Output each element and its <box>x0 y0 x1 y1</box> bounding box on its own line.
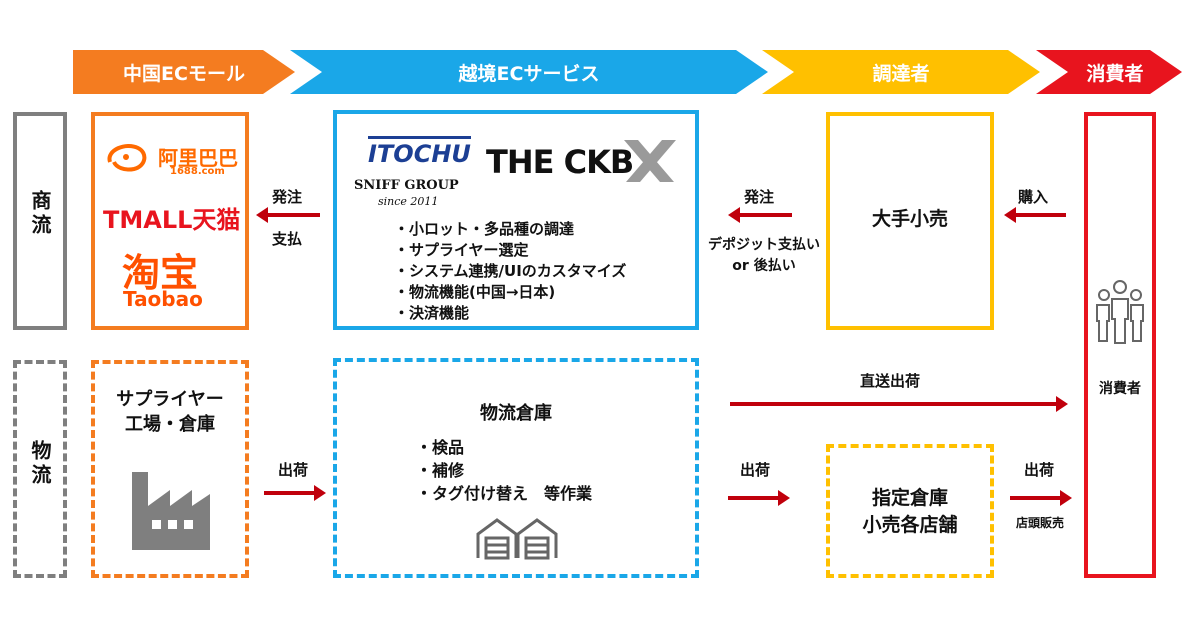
header-cross-border-ec-label: 越境ECサービス <box>458 62 600 85</box>
ship-label-1: 出荷 <box>277 461 308 479</box>
ship-label-3: 出荷 <box>1023 461 1054 479</box>
order-label-to-service: 発注 <box>744 188 775 206</box>
consumer-box-label: 消費者 <box>1099 381 1141 397</box>
arrow-purchase <box>1004 207 1066 223</box>
arrow-ship-1 <box>264 485 326 501</box>
row-label-logistics-box <box>13 360 67 578</box>
supplier-line1: サプライヤー <box>116 389 224 410</box>
arrow-ship-2 <box>728 490 790 506</box>
direct-ship-label: 直送出荷 <box>859 372 920 390</box>
tmall-logo-text: TMALL天猫 <box>103 206 241 234</box>
consumer-box <box>1084 112 1156 578</box>
header-procurer-label: 調達者 <box>872 62 930 85</box>
factory-icon <box>132 472 210 550</box>
header-china-ec-mall: 中国ECモール <box>73 50 295 94</box>
taobao-en-text: Taobao <box>123 287 203 311</box>
arrow-order-to-mall <box>256 207 320 223</box>
designated-warehouse-box <box>826 444 994 578</box>
warehouse-task-item: ・タグ付け替え 等作業 <box>416 484 593 503</box>
arrow-order-to-service <box>728 207 792 223</box>
people-group-icon <box>1096 280 1144 344</box>
ckb-logo-text: THE CKB <box>486 143 634 181</box>
header-consumer: 消費者 <box>1036 50 1182 94</box>
supplier-box <box>91 360 249 578</box>
warehouse-title: 物流倉庫 <box>480 403 552 424</box>
designated-line2: 小売各店舗 <box>862 514 958 536</box>
store-sales-label: 店頭販売 <box>1015 516 1064 530</box>
alibaba-url-text: 1688.com <box>170 166 225 177</box>
header-cross-border-ec: 越境ECサービス <box>290 50 768 94</box>
arrow-ship-3 <box>1010 490 1072 506</box>
alibaba-cn-text: 阿里巴巴 <box>158 146 238 170</box>
china-ec-mall-box <box>91 112 249 330</box>
sniff-since-text: since 2011 <box>378 195 439 208</box>
payment-terms-line2: or 後払い <box>732 258 796 274</box>
alibaba-logo-icon <box>107 143 147 172</box>
retailer-label: 大手小売 <box>871 208 948 230</box>
service-feature-item: ・物流機能(中国→日本) <box>394 283 556 301</box>
retailer-box <box>826 112 994 330</box>
itochu-logo-text: ITOCHU <box>368 136 471 168</box>
service-feature-item: ・決済機能 <box>394 304 470 322</box>
row-label-commerce: 商流 <box>28 190 52 238</box>
warehouse-task-item: ・検品 <box>416 438 465 457</box>
ship-label-2: 出荷 <box>739 461 770 479</box>
designated-line1: 指定倉庫 <box>871 487 948 509</box>
supplier-line2: 工場・倉庫 <box>125 414 215 435</box>
ckb-x-mark-icon <box>624 140 676 182</box>
service-feature-list: ・小ロット・多品種の調達 ・サプライヤー選定 ・システム連携/UIのカスタマイズ… <box>394 219 626 324</box>
sniff-group-text: SNIFF GROUP <box>354 178 459 193</box>
arrow-direct-ship <box>730 396 1068 412</box>
order-label-to-mall: 発注 <box>272 188 303 206</box>
header-procurer: 調達者 <box>762 50 1040 94</box>
payment-terms-line1: デポジット支払い <box>708 237 820 253</box>
purchase-label: 購入 <box>1018 188 1049 206</box>
header-consumer-label: 消費者 <box>1086 62 1144 85</box>
warehouse-icon <box>476 518 558 560</box>
warehouse-box <box>333 358 699 578</box>
warehouse-task-list: ・検品 ・補修 ・タグ付け替え 等作業 <box>416 436 592 505</box>
row-label-commerce-box <box>13 112 67 330</box>
row-label-logistics: 物流 <box>28 440 52 488</box>
payment-label-to-mall: 支払 <box>272 230 303 248</box>
service-feature-item: ・小ロット・多品種の調達 <box>394 220 575 238</box>
service-feature-item: ・システム連携/UIのカスタマイズ <box>394 262 627 280</box>
header-china-ec-mall-label: 中国ECモール <box>123 62 245 85</box>
cross-border-ec-box <box>333 110 699 330</box>
service-feature-item: ・サプライヤー選定 <box>394 241 529 259</box>
taobao-cn-text: 淘宝 <box>122 251 199 295</box>
warehouse-task-item: ・補修 <box>416 461 465 480</box>
